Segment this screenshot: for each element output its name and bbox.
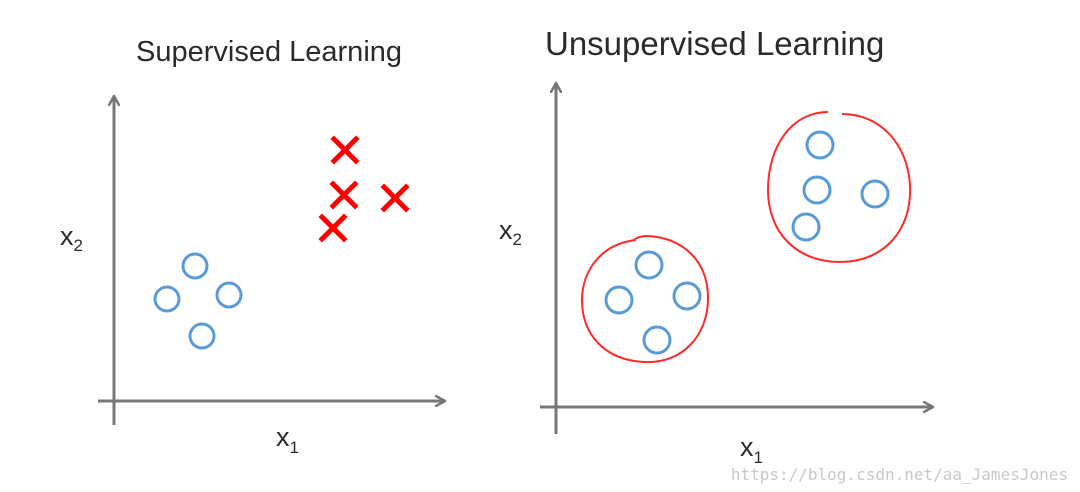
unsupervised-x-label: x1: [740, 432, 763, 467]
red-cross-point: [318, 213, 348, 243]
blue-circle-point: [805, 130, 835, 160]
unsupervised-y-label: x2: [499, 215, 522, 249]
blue-circle-point: [672, 281, 702, 311]
blue-circle-point: [642, 325, 672, 355]
supervised-title: Supervised Learning: [136, 36, 403, 68]
unsupervised-x-subscript: 1: [754, 448, 763, 467]
watermark-text: https://blog.csdn.net/aa_JamesJones: [730, 465, 1068, 484]
supervised-y-subscript: 2: [74, 236, 83, 255]
blue-circle-point: [188, 322, 216, 350]
unsupervised-y-subscript: 2: [513, 230, 522, 249]
supervised-y-label: x2: [60, 221, 83, 255]
blue-circle-point: [860, 179, 890, 209]
blue-circle-point: [791, 212, 821, 242]
red-cross-point: [380, 183, 410, 213]
cluster-outline-lower-left: [580, 234, 710, 364]
red-cross-point: [330, 135, 360, 165]
blue-circle-point: [153, 285, 181, 313]
blue-circle-point: [215, 281, 243, 309]
red-cross-point: [329, 180, 359, 210]
cluster-outline-upper-right: [766, 111, 912, 264]
blue-circle-point: [802, 175, 832, 205]
supervised-panel: x2 x1: [60, 97, 444, 457]
supervised-x-label: x1: [276, 422, 299, 457]
supervised-circle-group: [153, 252, 243, 350]
unsupervised-panel: x2 x1: [499, 84, 932, 467]
blue-circle-point: [181, 252, 209, 280]
unsupervised-title: Unsupervised Learning: [545, 25, 885, 62]
unsupervised-circle-group: [604, 130, 890, 355]
supervised-x-subscript: 1: [290, 438, 299, 457]
blue-circle-point: [634, 250, 664, 280]
blue-circle-point: [604, 285, 634, 315]
supervised-cross-group: [318, 135, 410, 243]
